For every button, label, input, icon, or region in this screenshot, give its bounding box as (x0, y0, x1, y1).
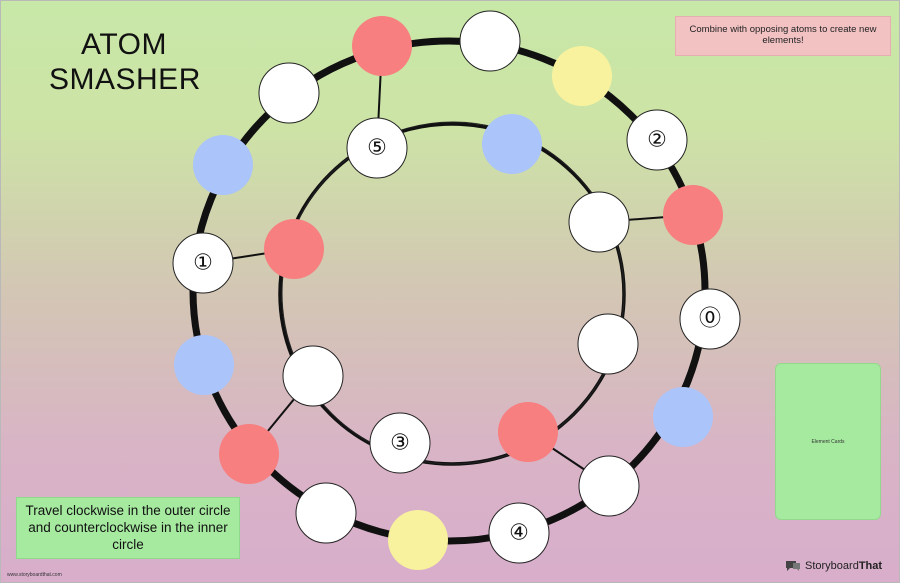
board-space-inner-2[interactable] (568, 191, 630, 253)
board-space-outer-2[interactable] (459, 10, 521, 72)
space-number: ④ (509, 521, 529, 546)
space-number: ③ (390, 431, 410, 456)
brand-prefix: Storyboard (805, 560, 859, 572)
board-space-outer-13[interactable] (174, 335, 234, 395)
board-space-outer-12[interactable] (219, 424, 279, 484)
board-space-outer-1[interactable] (352, 16, 412, 76)
board-space-inner-6[interactable] (282, 345, 344, 407)
instructions-box: Travel clockwise in the outer circle and… (16, 497, 240, 559)
board-space-link-top[interactable]: ⑤ (346, 117, 408, 179)
speech-bubble-icon (786, 561, 800, 571)
board-space-outer-16[interactable] (258, 62, 320, 124)
board-space-inner-4[interactable] (498, 402, 558, 462)
board-space-outer-4[interactable]: ② (626, 109, 688, 171)
space-number: ⑤ (367, 136, 387, 161)
rule-note: Combine with opposing atoms to create ne… (675, 16, 891, 56)
board-space-inner-5[interactable]: ③ (369, 412, 431, 474)
board-space-outer-15[interactable] (193, 135, 253, 195)
board-space-inner-7[interactable] (264, 219, 324, 279)
game-title: ATOM SMASHER (49, 28, 201, 96)
board-space-outer-7[interactable] (653, 387, 713, 447)
space-number: ② (647, 128, 667, 153)
board-space-outer-10[interactable] (388, 510, 448, 570)
element-cards-label: Element Cards (811, 438, 845, 445)
board-space-outer-3[interactable] (552, 46, 612, 106)
board-space-inner-3[interactable] (577, 313, 639, 375)
space-number: ① (193, 251, 213, 276)
element-cards-pile[interactable]: Element Cards (775, 363, 881, 520)
board-space-outer-9[interactable]: ④ (488, 502, 550, 564)
board-space-outer-5[interactable] (663, 185, 723, 245)
brand-logo: StoryboardThat (785, 560, 882, 572)
board-space-outer-11[interactable] (295, 482, 357, 544)
board-space-outer-6[interactable]: ⓪ (679, 288, 741, 350)
board-spaces: ② ⓪ ④ ① ⑤ ③ (172, 10, 741, 570)
space-number: ⓪ (699, 307, 721, 332)
brand-suffix: That (858, 560, 883, 572)
board-space-inner-1[interactable] (482, 114, 542, 174)
inner-ring-sketch (281, 121, 625, 465)
board-space-outer-14[interactable]: ① (172, 232, 234, 294)
footer-url: www.storyboardthat.com (7, 572, 62, 578)
board-space-outer-8[interactable] (578, 455, 640, 517)
